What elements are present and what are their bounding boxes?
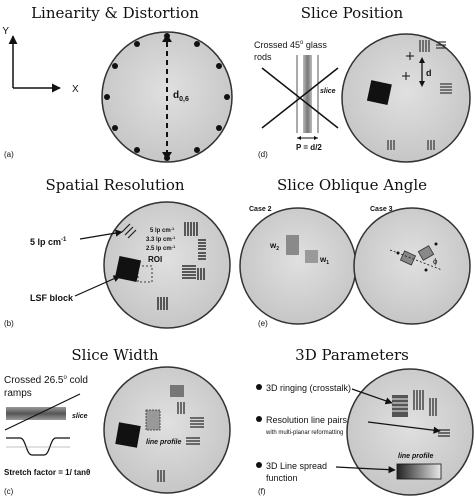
callout-5lp-arrow xyxy=(79,229,123,240)
p-equation: P = d/2 xyxy=(296,143,322,152)
oblique-ramp-1 xyxy=(399,250,417,266)
slice-label-d: slice xyxy=(320,88,336,95)
panel-e-title: Slice Oblique Angle xyxy=(277,176,427,194)
panel-f: 3D Parameters line profile 3D ringing (c… xyxy=(256,346,474,496)
panel-a: Linearity & Distortion Y X d0,6 (a) xyxy=(2,4,233,163)
y-axis-label: Y xyxy=(2,26,9,37)
slice-band xyxy=(6,407,66,420)
callout-lsf: LSF block xyxy=(30,293,74,303)
panel-d: Slice Position Crossed 45o glass rods sl… xyxy=(254,4,471,163)
crosstalk-block xyxy=(392,395,408,417)
lsf-block-c xyxy=(115,422,141,448)
panel-b: Spatial Resolution 5 lp cm-1 3.3 lp cm-1… xyxy=(4,176,231,329)
panel-e-tag: (e) xyxy=(258,319,268,328)
bullet-3-line2: function xyxy=(266,473,298,483)
rod-2 xyxy=(261,67,339,129)
bullet-1-arrow xyxy=(351,388,393,405)
stretch-factor: Stretch factor = 1/ tanθ xyxy=(4,468,90,477)
ramp-box-1 xyxy=(145,409,161,431)
bullet-3-dot xyxy=(256,462,262,468)
distance-label: d0,6 xyxy=(173,90,189,103)
rods-caption-1: Crossed 45o glass xyxy=(254,40,327,50)
panel-d-title: Slice Position xyxy=(301,4,404,22)
slice-slab xyxy=(303,55,312,133)
line-profile-label-c: line profile xyxy=(146,439,182,446)
panel-b-title: Spatial Resolution xyxy=(45,176,184,194)
lsf-wedge xyxy=(396,463,442,480)
panel-c-title: Slice Width xyxy=(71,346,158,364)
bar-group-5lp xyxy=(121,223,137,239)
rod-markers-d xyxy=(402,52,414,80)
callout-lsf-arrow xyxy=(74,275,121,297)
x-axis-label: X xyxy=(72,84,79,95)
ramps-caption-1: Crossed 26.5o cold xyxy=(4,375,88,386)
ramps-caption-2: ramps xyxy=(4,388,32,399)
bar-group-right xyxy=(157,222,206,310)
d-label: d xyxy=(426,68,432,78)
lsf-block-b xyxy=(114,255,142,283)
lp-label-3: 2.5 lp cm-1 xyxy=(146,244,176,252)
phantom-f xyxy=(346,368,474,496)
oblique-dots xyxy=(396,242,438,272)
w2-label: w2 xyxy=(269,241,279,252)
w2-ramp xyxy=(286,235,299,255)
case3-label: Case 3 xyxy=(370,206,393,213)
bullet-3-arrow xyxy=(335,466,396,474)
bullet-2-sub: with multi-planar reformatting xyxy=(265,430,343,436)
bar-patterns-c xyxy=(157,402,204,482)
panel-d-tag: (d) xyxy=(258,150,268,159)
panel-b-tag: (b) xyxy=(4,319,14,328)
panel-f-title: 3D Parameters xyxy=(295,346,409,364)
bullet-2-dot xyxy=(256,416,262,422)
phi-label: ϕ xyxy=(433,257,438,266)
case2-label: Case 2 xyxy=(249,206,272,213)
bullet-2: Resolution line pairs xyxy=(266,415,348,425)
oblique-ramp-2 xyxy=(417,245,435,261)
phantom-b xyxy=(103,201,231,329)
lp-label-1: 5 lp cm-1 xyxy=(150,226,175,234)
w1-ramp xyxy=(305,250,318,263)
panel-c: Slice Width Crossed 26.5o cold ramps sli… xyxy=(4,346,231,496)
panel-e: Slice Oblique Angle Case 2 Case 3 w2 w1 … xyxy=(239,176,471,328)
bar-patterns-d xyxy=(387,40,452,150)
panel-a-tag: (a) xyxy=(4,150,14,159)
panel-c-tag: (c) xyxy=(4,487,14,496)
bullet-2-arrow xyxy=(367,421,441,434)
slice-label-c: slice xyxy=(72,413,88,420)
phantom-d xyxy=(341,33,471,163)
lsf-block-d xyxy=(366,80,392,106)
phantom-e-case2 xyxy=(239,207,357,325)
bullet-1-dot xyxy=(256,384,262,390)
callout-5lp: 5 lp cm-1 xyxy=(30,237,67,247)
ramp-box-2 xyxy=(170,385,184,397)
line-profile-label-f: line profile xyxy=(398,453,434,460)
phantom-c xyxy=(103,366,231,494)
panel-a-title: Linearity & Distortion xyxy=(31,4,199,22)
bullet-3: 3D Line spread xyxy=(266,461,327,471)
rods-caption-2: rods xyxy=(254,52,272,62)
lp-label-2: 3.3 lp cm-1 xyxy=(146,235,176,243)
w1-label: w1 xyxy=(319,255,329,266)
panel-f-tag: (f) xyxy=(258,487,266,496)
roi-label: ROI xyxy=(148,255,162,264)
ramp-line xyxy=(4,393,81,431)
bullet-1: 3D ringing (crosstalk) xyxy=(266,383,351,393)
phantom-e-case3 xyxy=(353,207,471,325)
roi-box xyxy=(137,265,153,283)
profile-curve xyxy=(6,437,70,456)
